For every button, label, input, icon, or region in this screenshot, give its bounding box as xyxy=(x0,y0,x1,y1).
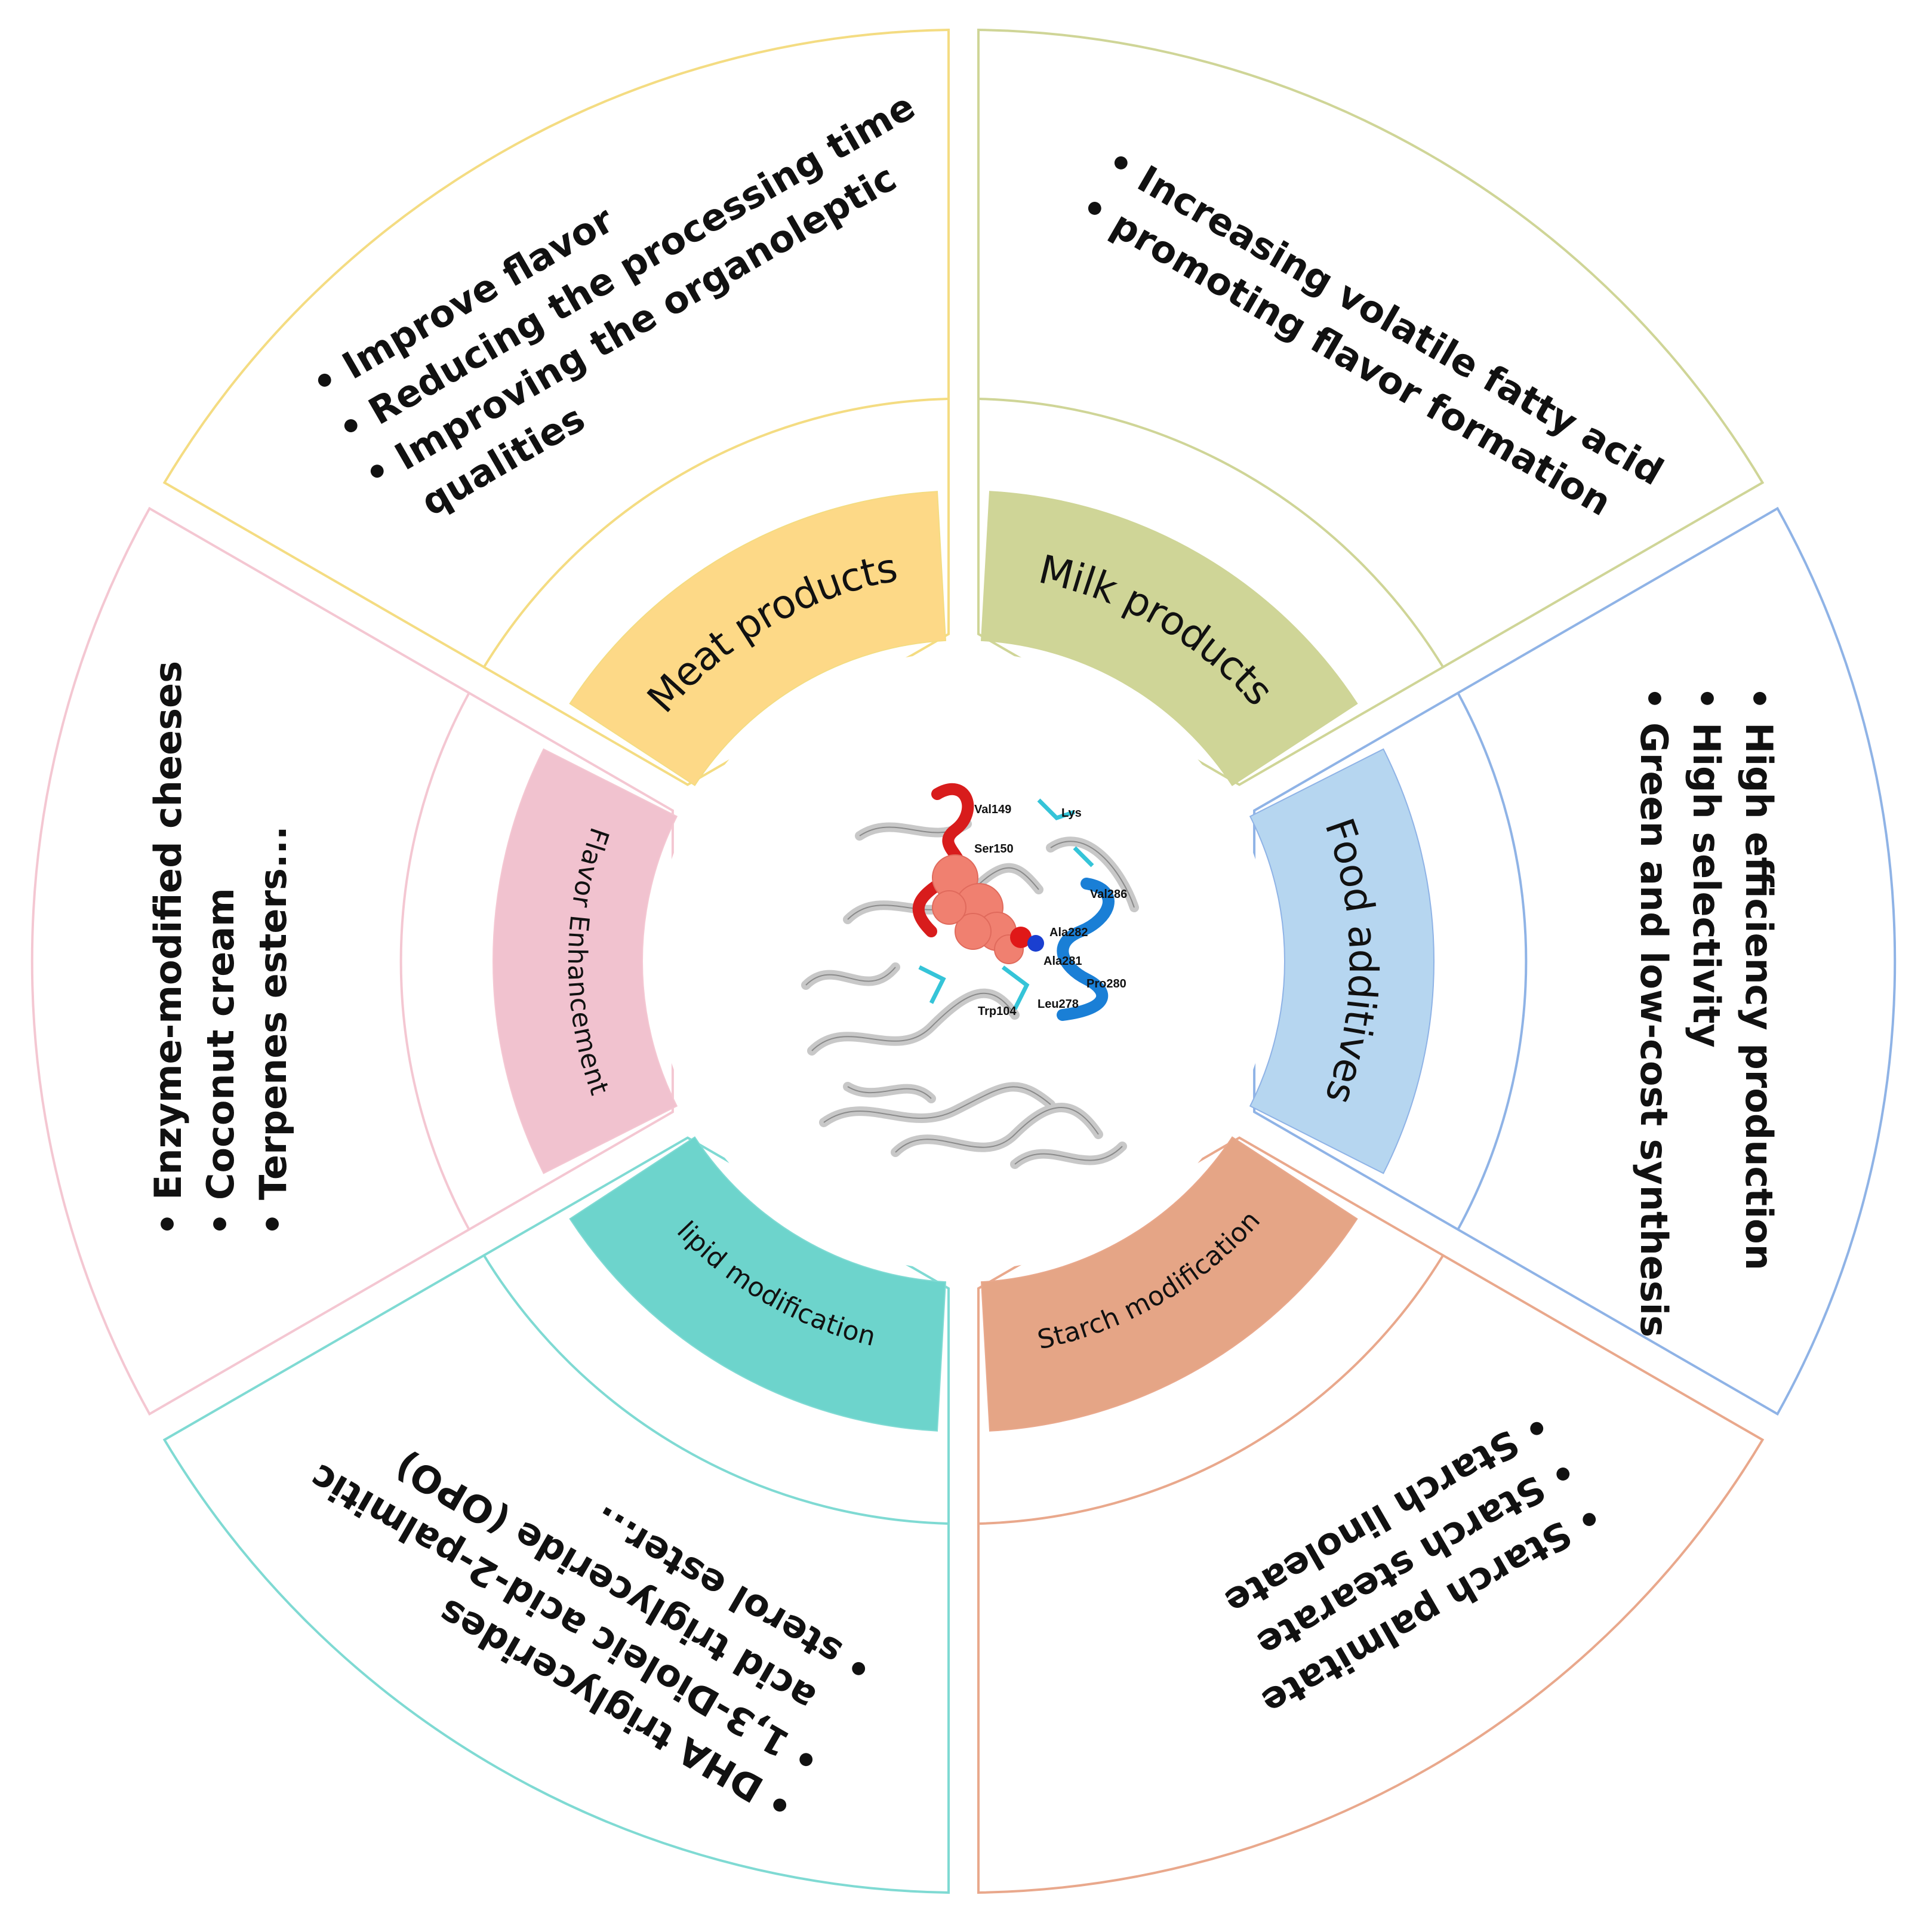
blue-helix xyxy=(1057,878,1115,1021)
center-protein-structure: Val149 LysSer150Val286Ala282Ala281Pro280T… xyxy=(654,652,1273,1270)
bullet-list-flavor: • Enzyme-modified cheeses • Coconut cream • T… xyxy=(146,661,295,1236)
bullet-list-food-additives: • High efficiency production • High selecti… xyxy=(1632,687,1781,1337)
category-band-milk xyxy=(980,491,1358,786)
category-band-flavor xyxy=(492,748,678,1174)
outer-sector-flavor xyxy=(30,506,674,1416)
residue-label: Lys xyxy=(1061,807,1082,820)
outer-sector-food-additives xyxy=(1253,506,1897,1416)
residue-label: Val149 xyxy=(974,803,1011,816)
guide-arc-meat xyxy=(482,398,949,668)
residue-label: Leu278 xyxy=(1038,998,1079,1011)
bullet-item: High selectivity xyxy=(1685,722,1728,1048)
bullet-dot: • xyxy=(1685,687,1728,710)
bullet-dot: • xyxy=(251,1212,295,1236)
guide-arc-milk xyxy=(978,398,1445,668)
center-disk xyxy=(654,652,1273,1270)
middle-ring xyxy=(492,491,1435,1432)
bullet-dot: • xyxy=(1632,687,1676,710)
residue-label: Pro280 xyxy=(1086,977,1126,990)
bullet-item: Enzyme-modified cheeses xyxy=(146,661,190,1200)
category-band-starch xyxy=(980,1136,1358,1432)
residue-label: Ser150 xyxy=(974,842,1014,856)
guide-arc-food-additives xyxy=(1457,692,1528,1230)
guide-arc-starch xyxy=(978,1254,1445,1525)
bullet-item: Green and low-cost synthesis xyxy=(1632,722,1676,1337)
red-helix xyxy=(912,783,974,937)
residue-label: Trp104 xyxy=(978,1005,1017,1018)
bullet-dot: • xyxy=(146,1212,190,1236)
residue-label: Val286 xyxy=(1090,888,1127,901)
guide-arc-lipid xyxy=(482,1254,949,1525)
guide-arc-flavor xyxy=(399,692,470,1230)
residue-label: Ala282 xyxy=(1049,926,1088,939)
residue-label: Ala281 xyxy=(1043,955,1082,968)
bullet-dot: • xyxy=(199,1212,242,1236)
bullet-item: Coconut cream xyxy=(199,888,242,1200)
bullet-dot: • xyxy=(1737,687,1781,710)
category-band-food-additives xyxy=(1249,748,1435,1174)
bullet-item: High efficiency production xyxy=(1737,722,1781,1270)
category-band-lipid xyxy=(569,1136,947,1432)
category-band-meat xyxy=(569,491,947,786)
bullet-item: Terpenes esters... xyxy=(251,826,295,1200)
protein-ribbon: Val149 LysSer150Val286Ala282Ala281Pro280T… xyxy=(801,783,1139,1169)
